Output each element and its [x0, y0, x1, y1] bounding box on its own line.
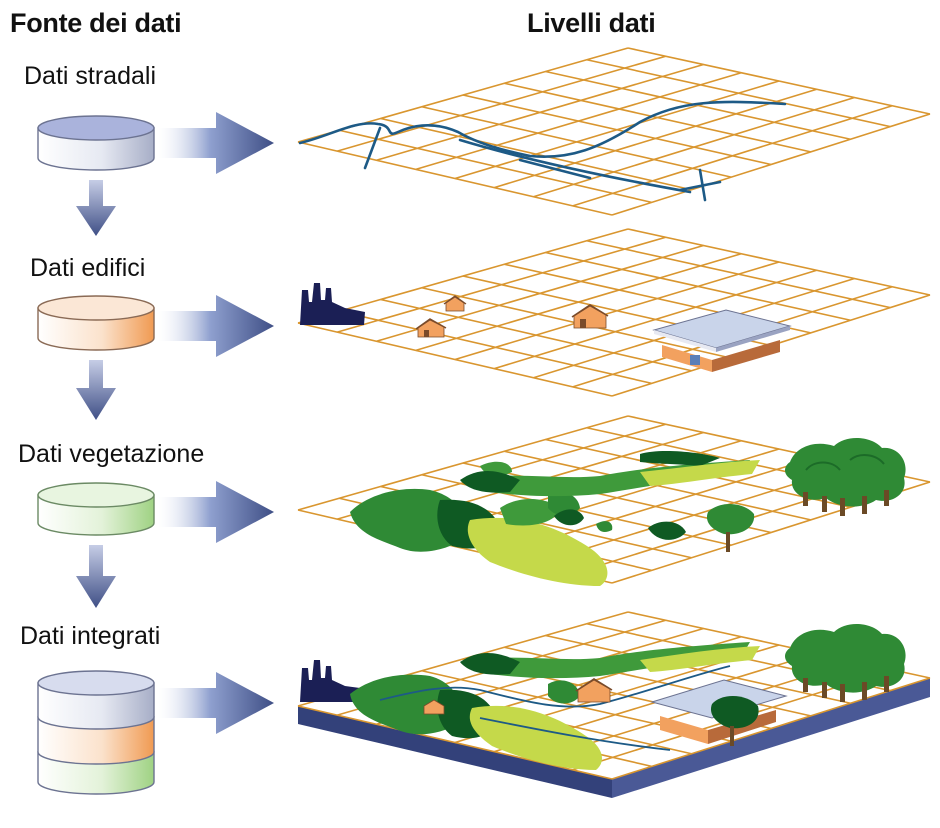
integrated-roads — [379, 665, 731, 751]
vegetation-database-icon — [37, 482, 155, 536]
source-label-integrated: Dati integrati — [20, 622, 161, 650]
right-arrow-icon — [158, 672, 274, 734]
roads-database-icon — [37, 115, 155, 171]
buildings-database-icon — [37, 295, 155, 351]
house-icon — [571, 304, 609, 329]
integrated-database-icon — [37, 670, 155, 795]
large-building-icon — [652, 309, 792, 372]
right-arrow-icon — [158, 295, 274, 357]
integrated-layer-base — [298, 612, 930, 798]
integrated-house-icon — [575, 678, 613, 703]
integrated-tree-icon — [710, 695, 759, 746]
down-arrow-icon — [76, 545, 116, 608]
source-label-vegetation: Dati vegetazione — [18, 440, 205, 468]
right-arrow-icon — [158, 481, 274, 543]
source-label-roads: Dati stradali — [24, 62, 156, 90]
source-label-buildings: Dati edifici — [30, 254, 146, 282]
integrated-factory-icon — [300, 660, 360, 702]
factory-icon — [300, 283, 365, 325]
vegetation-patches — [350, 451, 760, 586]
source-heading: Fonte dei dati — [10, 8, 182, 38]
layers-heading: Livelli dati — [527, 8, 656, 38]
buildings-layer-grid — [297, 228, 931, 397]
tree-cluster-icon — [785, 437, 906, 516]
down-arrow-icon — [76, 360, 116, 420]
house-icon — [415, 318, 447, 338]
roads-layer-grid — [297, 47, 931, 216]
integrated-house-icon — [423, 699, 445, 715]
road-lines — [298, 100, 787, 202]
house-icon — [443, 295, 467, 312]
down-arrow-icon — [76, 180, 116, 236]
right-arrow-icon — [158, 112, 274, 174]
